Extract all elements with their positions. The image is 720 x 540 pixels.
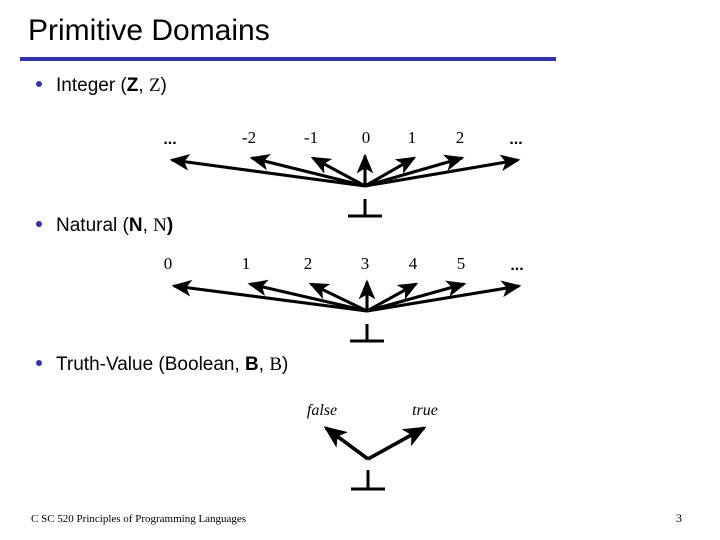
lattice-element-label: -1: [303, 128, 319, 147]
bullet-natural-suffix: ): [166, 215, 174, 236]
bullet-boolean-suffix: ): [282, 354, 289, 375]
lattice-element-label: 3: [360, 254, 370, 273]
lattice-element-label: 5: [456, 254, 466, 273]
bullet-boolean-separator: ,: [258, 354, 270, 375]
bullet-natural-prefix: Natural (: [56, 215, 129, 236]
bullet-item-natural: Natural (N, N): [36, 215, 173, 237]
lattice-element-label: ...: [509, 131, 523, 148]
bullet-dot-icon: [36, 360, 42, 366]
bullet-natural-symbol-serif: N: [153, 215, 167, 236]
bullet-natural-text: Natural (N, N): [56, 215, 173, 237]
bullet-integer-symbol-bold: Z: [126, 75, 139, 96]
natural-lattice-arrows: [171, 279, 522, 343]
bullet-dot-icon: [36, 221, 42, 227]
bullet-natural-separator: ,: [142, 215, 154, 236]
lattice-element-label: ...: [510, 257, 524, 274]
bottom-symbol: [351, 470, 385, 491]
title-divider: [20, 57, 556, 61]
bullet-boolean-text: Truth-Value (Boolean, B, B): [56, 354, 288, 376]
bullet-integer-symbol-serif: Z: [148, 75, 161, 96]
lattice-element-label: 0: [361, 128, 371, 147]
bottom-symbol: [348, 199, 382, 218]
lattice-element-label: 2: [303, 254, 313, 273]
bullet-item-integer: Integer (Z, Z): [36, 75, 167, 97]
lattice-element-label: 4: [408, 254, 418, 273]
lattice-element-label: false: [306, 402, 338, 419]
bullet-integer-suffix: ): [160, 75, 167, 96]
bullet-item-boolean: Truth-Value (Boolean, B, B): [36, 354, 288, 376]
page-number: 3: [676, 511, 682, 525]
lattice-element-label: true: [412, 402, 438, 419]
footer-course-label: C SC 520 Principles of Programming Langu…: [31, 513, 247, 525]
bullet-boolean-symbol-bold: B: [245, 354, 259, 375]
bullet-integer-text: Integer (Z, Z): [56, 75, 167, 97]
bullet-boolean-prefix: Truth-Value (Boolean,: [56, 354, 246, 375]
bullet-natural-symbol-bold: N: [128, 215, 143, 236]
lattice-element-label: -2: [241, 128, 257, 147]
lattice-element-label: 1: [241, 254, 251, 273]
bullet-integer-separator: ,: [138, 75, 149, 96]
lattice-element-label: 0: [163, 254, 173, 273]
lattice-element-label: 1: [407, 128, 417, 147]
bullet-dot-icon: [36, 81, 42, 87]
bullet-integer-prefix: Integer (: [56, 75, 127, 96]
page-title: Primitive Domains: [28, 14, 270, 47]
lattice-element-label: 2: [455, 128, 465, 147]
bottom-symbol: [350, 324, 384, 343]
bullet-boolean-symbol-serif: B: [269, 354, 283, 375]
lattice-element-label: ...: [163, 131, 177, 148]
